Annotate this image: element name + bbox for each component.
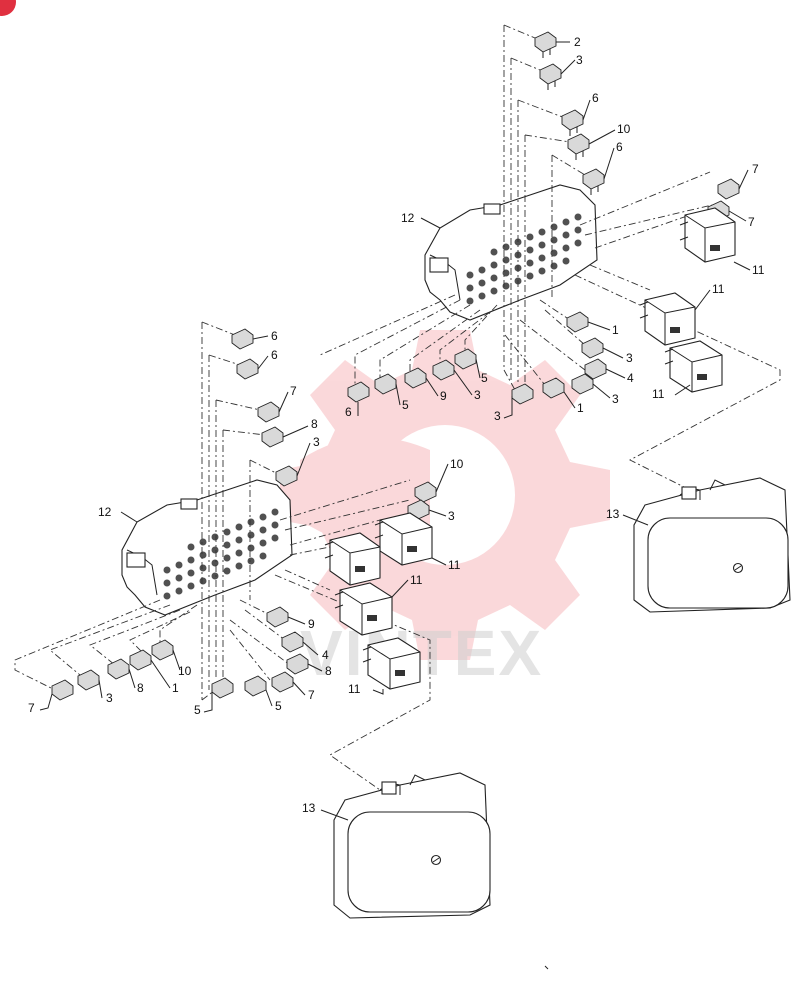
callout-label: 3 [106, 691, 113, 705]
fuse-icon [236, 358, 259, 380]
fuse-icon [571, 373, 594, 395]
callout-label: 4 [627, 371, 634, 385]
relay-icon [374, 512, 433, 566]
fuse-icon [404, 367, 427, 389]
callout-label: 12 [401, 211, 415, 225]
callout-label: 8 [325, 664, 332, 678]
callout-label: 10 [617, 122, 631, 136]
callout-label: 3 [474, 388, 481, 402]
callout-label: 1 [577, 401, 584, 415]
callout-label: 8 [137, 681, 144, 695]
callout-label: 2 [574, 35, 581, 49]
fuse-icon [257, 401, 280, 423]
fuse-icon [414, 481, 437, 503]
callout-label: 11 [448, 558, 461, 572]
fuse-icon [581, 337, 604, 359]
assembly-dash-lines [14, 24, 781, 791]
callout-label: 3 [576, 53, 583, 67]
relay-parts [324, 207, 736, 690]
callout-label: 11 [752, 263, 765, 277]
callout-label: 1 [172, 681, 179, 695]
callout-label: 11 [410, 573, 423, 587]
callout-label: 11 [712, 282, 725, 296]
fuse-icon [561, 109, 584, 136]
fuse-icon [107, 658, 130, 680]
watermark-text: VINTEX [300, 617, 543, 689]
callout-label: 6 [345, 405, 352, 419]
callout-label: 1 [612, 323, 619, 337]
callout-label: 9 [440, 389, 447, 403]
connector-housing-lower [121, 479, 293, 616]
callout-label: 13 [302, 801, 316, 815]
callout-label: 11 [652, 387, 665, 401]
callout-label: 5 [194, 703, 201, 717]
callout-label: 7 [308, 688, 315, 702]
corner-badge-icon [0, 0, 16, 16]
callout-label: 6 [271, 329, 278, 343]
callout-label: 12 [98, 505, 112, 519]
stray-mark [544, 965, 549, 970]
fuse-icon [281, 631, 304, 653]
fuse-icon [77, 669, 100, 691]
fuse-icon [539, 63, 562, 90]
fuse-icon [261, 426, 284, 448]
callout-label: 7 [748, 215, 755, 229]
callout-label: 5 [275, 699, 282, 713]
callout-label: 5 [481, 371, 488, 385]
callout-label: 8 [311, 417, 318, 431]
callout-label: 13 [606, 507, 620, 521]
callout-label: 6 [271, 348, 278, 362]
fuse-icon [51, 679, 74, 701]
relay-icon [639, 292, 696, 346]
fuse-icon [271, 671, 294, 693]
fuse-icon [567, 133, 590, 160]
fuse-icon [244, 675, 267, 697]
relay-icon [334, 582, 393, 636]
fuse-icon [151, 639, 174, 661]
fuse-icon [374, 373, 397, 395]
callout-labels: 2 3 6 10 6 7 7 12 11 11 1 3 4 11 3 1 3 5… [28, 35, 765, 815]
relay-icon [664, 340, 723, 393]
cover-lower [333, 772, 491, 919]
cover-upper [633, 477, 791, 613]
fuse-icon [584, 358, 607, 380]
relay-icon [324, 532, 381, 586]
fuse-icon [582, 168, 605, 195]
fuse-icon [454, 348, 477, 370]
callout-label: 6 [616, 140, 623, 154]
fuse-icon [717, 178, 740, 200]
callout-label: 6 [592, 91, 599, 105]
watermark-gear-icon [280, 330, 610, 660]
fuse-icon [534, 31, 557, 58]
relay-icon [362, 637, 421, 690]
callout-label: 7 [752, 162, 759, 176]
fuse-icon [432, 359, 455, 381]
callout-label: 3 [626, 351, 633, 365]
callout-label: 3 [448, 509, 455, 523]
callout-label: 9 [308, 617, 315, 631]
callout-label: 5 [402, 398, 409, 412]
fuse-icon [275, 465, 298, 487]
fuse-icon [566, 311, 589, 333]
fuse-icon [231, 328, 254, 350]
fuse-icon [211, 677, 234, 699]
fuse-icon [286, 653, 309, 675]
callout-label: 7 [28, 701, 35, 715]
callout-label: 11 [348, 682, 361, 696]
callout-label: 7 [290, 384, 297, 398]
leader-lines [39, 41, 751, 821]
callout-label: 3 [313, 435, 320, 449]
callout-label: 4 [322, 648, 329, 662]
fuse-icon [266, 606, 289, 628]
callout-label: 3 [612, 392, 619, 406]
callout-label: 10 [178, 664, 192, 678]
fuse-icon [347, 381, 370, 403]
fuse-icon [129, 649, 152, 671]
callout-label: 10 [450, 457, 464, 471]
callout-label: 3 [494, 409, 501, 423]
relay-icon [679, 207, 736, 263]
